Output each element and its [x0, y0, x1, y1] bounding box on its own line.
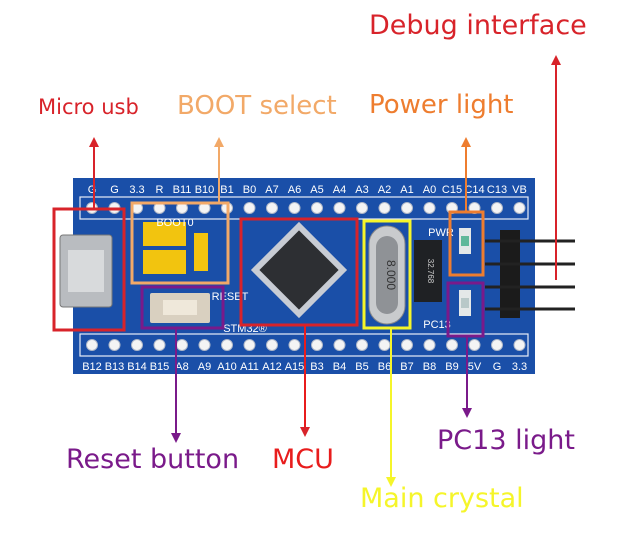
pin-hole — [401, 202, 413, 214]
pin-hole — [266, 202, 278, 214]
pin-label: B12 — [82, 361, 102, 373]
mcu-highlight — [239, 217, 359, 327]
micro-usb-highlight — [52, 207, 126, 332]
rtc-crystal — [414, 240, 442, 302]
pin-hole — [401, 339, 413, 351]
pc13-silkscreen: PC13 — [423, 319, 451, 331]
pin-hole — [468, 339, 481, 351]
pc13-light-label: PC13 light — [437, 425, 575, 456]
pin-hole — [356, 339, 368, 351]
pin-label: C14 — [464, 184, 484, 196]
pin-label: 3.3 — [129, 184, 144, 196]
pin-hole — [131, 339, 143, 351]
pin-hole — [423, 339, 436, 351]
pin-label: B7 — [400, 361, 413, 373]
pin-hole — [108, 339, 121, 351]
pin-label: B4 — [333, 361, 346, 373]
pin-label: A7 — [265, 184, 278, 196]
pin-label: A1 — [400, 184, 413, 196]
pin-label: G — [493, 361, 502, 373]
pin-label: A5 — [310, 184, 323, 196]
pin-label: C13 — [487, 184, 507, 196]
boot-jumper — [143, 222, 186, 246]
pin-label: B8 — [423, 361, 436, 373]
pin-label: 3.3 — [512, 361, 527, 373]
pin-label: B9 — [445, 361, 458, 373]
pin-hole — [86, 339, 98, 351]
pin-hole — [311, 202, 323, 214]
boot-select-highlight — [130, 201, 230, 285]
pin-label: R — [156, 184, 164, 196]
pin-hole — [153, 339, 166, 351]
pin-label: A11 — [240, 361, 259, 373]
pin-hole — [333, 339, 346, 351]
pin-hole — [446, 339, 458, 351]
pin-label: B15 — [150, 361, 170, 373]
pin-label: A8 — [175, 361, 188, 373]
pin-label: B14 — [127, 361, 147, 373]
boot-select-label: BOOT select — [177, 91, 337, 121]
pin-label: B1 — [220, 184, 233, 196]
reset-button-label: Reset button — [66, 444, 240, 475]
pin-label: A12 — [262, 361, 282, 373]
pin-hole — [513, 339, 526, 351]
pin-label: A9 — [198, 361, 211, 373]
reset-button-highlight — [140, 285, 225, 330]
pin-hole — [176, 339, 188, 351]
pin-hole — [333, 202, 346, 214]
pin-hole — [491, 202, 503, 214]
pin-label: A2 — [378, 184, 391, 196]
mcu-label: MCU — [272, 444, 334, 475]
pin-hole — [378, 202, 391, 214]
pin-hole — [288, 339, 301, 351]
pin-hole — [513, 202, 526, 214]
pin-label: B11 — [173, 184, 192, 196]
pin-label: B0 — [243, 184, 256, 196]
pin-label: 5V — [468, 361, 482, 373]
main-crystal-label: Main crystal — [360, 483, 524, 514]
pc13-light-highlight — [446, 281, 485, 338]
pin-label: B10 — [195, 184, 215, 196]
pin-label: B13 — [105, 361, 125, 373]
crystal-marking: 8.000 — [384, 260, 398, 290]
main-crystal-highlight — [362, 219, 412, 330]
mcu-chip — [250, 221, 348, 319]
pin-label: A6 — [288, 184, 301, 196]
pin-hole — [198, 339, 211, 351]
pin-label: G — [110, 184, 119, 196]
pin-label: A0 — [423, 184, 436, 196]
pin-label: B3 — [310, 361, 323, 373]
pin-hole — [356, 202, 368, 214]
pin-hole — [243, 202, 256, 214]
pin-label: B5 — [355, 361, 368, 373]
pin-label: A10 — [217, 361, 237, 373]
power-light-label: Power light — [369, 90, 514, 120]
rtc-crystal-marking: 32.768 — [426, 259, 435, 284]
debug-header — [500, 230, 520, 318]
pin-label: VB — [512, 184, 527, 196]
pin-hole — [266, 339, 278, 351]
pin-label: G — [88, 184, 97, 196]
micro-usb-label: Micro usb — [38, 95, 139, 119]
pin-label: A3 — [355, 184, 368, 196]
boot-silkscreen: BOOT0 — [156, 217, 193, 229]
pin-hole — [288, 202, 301, 214]
pin-hole — [491, 339, 503, 351]
pin-label: B6 — [378, 361, 391, 373]
pin-label: A15 — [285, 361, 305, 373]
debug-interface-label: Debug interface — [369, 10, 587, 41]
pin-label: C15 — [442, 184, 462, 196]
pin-hole — [378, 339, 391, 351]
pin-hole — [243, 339, 256, 351]
reset-silkscreen: RESET — [212, 291, 249, 303]
pin-hole — [311, 339, 323, 351]
pin-hole — [221, 339, 233, 351]
pwr-silkscreen: PWR — [428, 227, 454, 239]
pin-label: A4 — [333, 184, 346, 196]
pin-hole — [423, 202, 436, 214]
